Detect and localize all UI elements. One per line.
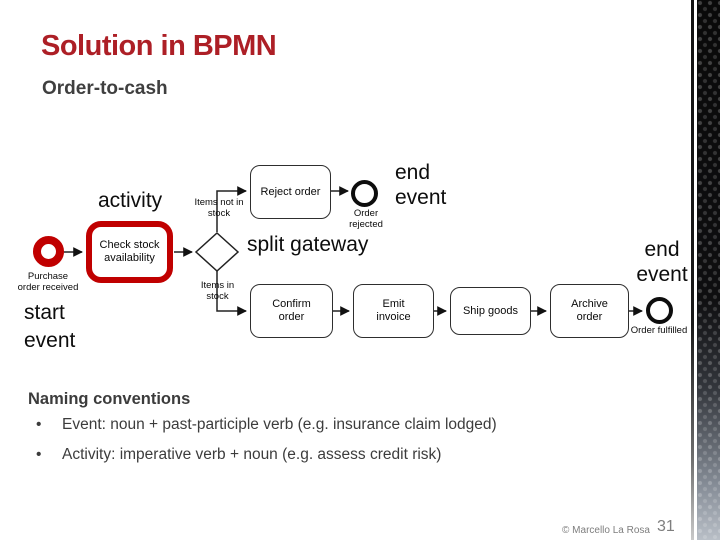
end-event-rejected-circle (351, 180, 378, 207)
edge-divider-line (691, 0, 694, 540)
naming-conventions-bullet-activity: • Activity: imperative verb + noun (e.g.… (36, 446, 441, 464)
gateway-label-in-stock: Items in stock (200, 280, 235, 303)
edge-texture-bar (697, 0, 720, 540)
start-event-label: Purchase order received (17, 271, 79, 294)
footer-page-number: 31 (657, 518, 675, 535)
task-archive-order-label: Archive order (571, 298, 608, 323)
annotation-end-event-top: end event (395, 161, 447, 209)
task-reject-order-label: Reject order (260, 185, 321, 198)
slide-subtitle: Order-to-cash (42, 78, 168, 99)
bullet-event-text: Event: noun + past-participle verb (e.g.… (62, 416, 497, 433)
naming-conventions-heading: Naming conventions (28, 390, 191, 408)
start-event-circle (33, 236, 64, 267)
footer-copyright: © Marcello La Rosa (562, 525, 650, 536)
bullet-icon: • (36, 446, 42, 463)
task-confirm-order: Confirm order (250, 284, 333, 338)
end-event-fulfilled-circle (646, 297, 673, 324)
task-ship-goods: Ship goods (450, 287, 531, 335)
task-check-stock-label: Check stock availability (99, 239, 160, 264)
naming-conventions-bullet-event: • Event: noun + past-participle verb (e.… (36, 416, 497, 434)
bullet-activity-text: Activity: imperative verb + noun (e.g. a… (62, 446, 442, 463)
end-event-fulfilled-label: Order fulfilled (630, 325, 688, 336)
slide-title: Solution in BPMN (41, 30, 277, 62)
gateway-label-not-in-stock: Items not in stock (194, 197, 244, 220)
task-emit-invoice: Emit invoice (353, 284, 434, 338)
task-reject-order: Reject order (250, 165, 331, 219)
flow-gateway-to-confirm (216, 271, 247, 316)
task-archive-order: Archive order (550, 284, 629, 338)
end-event-rejected-label: Order rejected (349, 208, 383, 231)
annotation-activity: activity (98, 189, 163, 212)
bullet-icon: • (36, 416, 42, 433)
annotation-end-event-right: end event (636, 238, 688, 286)
task-confirm-order-label: Confirm order (272, 298, 311, 323)
annotation-split-gateway: split gateway (247, 233, 369, 256)
task-ship-goods-label: Ship goods (462, 304, 519, 317)
flow-gateway-to-reject (216, 186, 247, 232)
task-check-stock: Check stock availability (86, 221, 173, 283)
split-gateway-diamond (194, 231, 240, 273)
task-emit-invoice-label: Emit invoice (376, 298, 411, 323)
annotation-start-event: start event (24, 301, 76, 352)
